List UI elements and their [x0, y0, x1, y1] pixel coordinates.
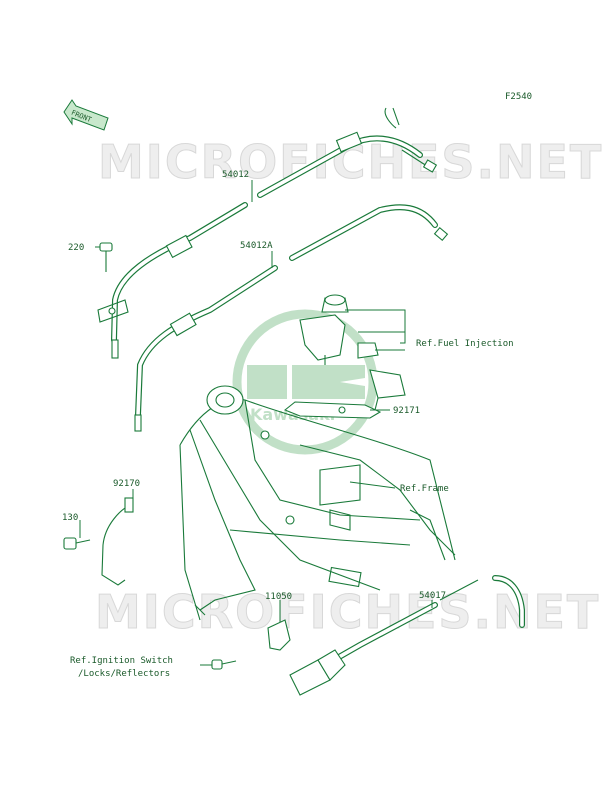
- callout-54017: 54017: [419, 591, 446, 601]
- callout-54012: 54012: [222, 170, 249, 180]
- part-92171-bracket[interactable]: [283, 401, 382, 419]
- part-54017-cable[interactable]: [289, 575, 525, 696]
- part-fuel-injection-group[interactable]: [299, 294, 406, 411]
- callout-220: 220: [68, 243, 84, 253]
- callout-ref-frame: Ref.Frame: [400, 484, 449, 494]
- callout-130: 130: [62, 513, 78, 523]
- part-130-bolt[interactable]: [63, 537, 91, 550]
- callout-ref-ignition-switch: Ref.Ignition Switch: [70, 656, 173, 666]
- part-ignition-screw[interactable]: [211, 659, 237, 670]
- callout-ref-fuel-injection: Ref.Fuel Injection: [416, 339, 514, 349]
- part-92170-bracket[interactable]: [101, 497, 134, 586]
- callout-92170: 92170: [113, 479, 140, 489]
- part-11050-bracket[interactable]: [267, 619, 291, 651]
- part-54012-cable[interactable]: [97, 107, 438, 359]
- callout-92171: 92171: [393, 406, 420, 416]
- front-arrow-icon: FRONT: [63, 99, 109, 131]
- figure-code: F2540: [505, 92, 532, 102]
- part-frame[interactable]: [179, 385, 456, 621]
- callout-11050: 11050: [265, 592, 292, 602]
- callout-ref-ignition-switch-2: /Locks/Reflectors: [78, 669, 170, 679]
- leader-lines: [79, 180, 433, 666]
- part-54012a-cable[interactable]: [134, 204, 449, 432]
- callout-54012a: 54012A: [240, 241, 273, 251]
- part-220-bolt[interactable]: [99, 242, 113, 272]
